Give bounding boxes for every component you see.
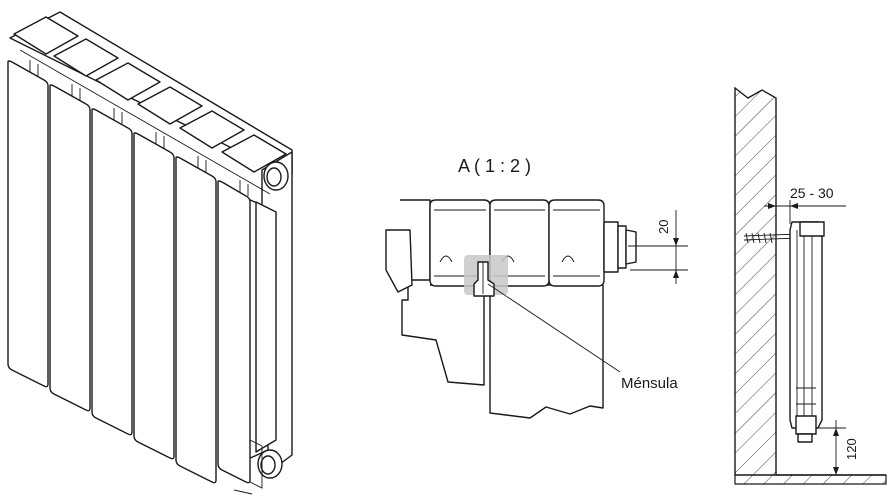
floor-clearance-dimension [818,420,846,475]
top-plug-icon [263,161,289,191]
bracket-leader-line [487,283,621,373]
radiator-side-profile [789,221,825,443]
detail-plug-icon [603,221,637,273]
floor-section [734,474,887,485]
detail-title: A ( 1 : 2 ) [458,156,531,176]
side-view: 25 - 30 120 [734,86,887,485]
wall-anchor-icon [743,232,801,244]
front-panels [7,60,251,484]
offset-dimension-label: 20 [656,220,671,234]
floor-clearance-label: 120 [844,438,859,460]
bottom-plug-icon [257,449,283,479]
detail-a-view: A ( 1 : 2 ) Ménsula [385,156,688,419]
wall-gap-dimension [764,200,846,224]
header-details [19,49,271,196]
bracket-icon [473,261,495,297]
radiator-isometric-view [7,11,293,495]
bracket-label: Ménsula [621,375,678,392]
lower-body [385,229,413,293]
wall-gap-label: 25 - 30 [790,185,834,201]
wall-section [734,86,777,476]
bottom-manifold [233,439,263,495]
offset-dimension [628,210,688,284]
top-caps [13,16,287,173]
detail-header-elements [429,199,605,287]
